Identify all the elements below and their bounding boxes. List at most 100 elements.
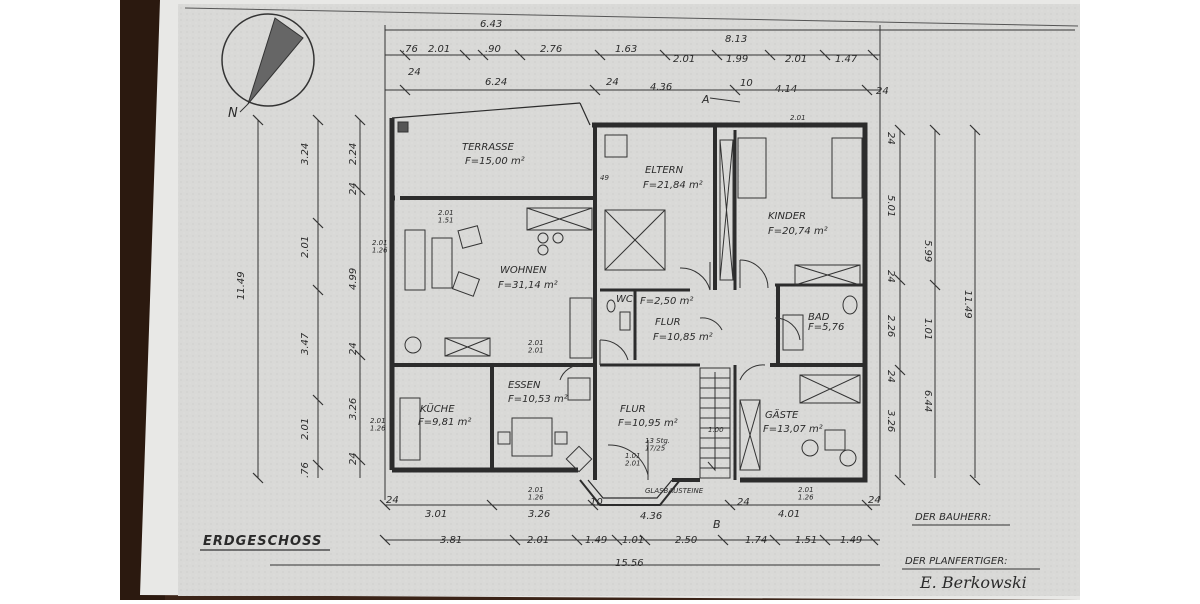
dim-top-t6: 2.01 (673, 54, 695, 65)
dim-bottom-149b: 1.49 (840, 535, 862, 546)
dim-left-326: 3.26 (348, 398, 359, 420)
bauherr-label: DER BAUHERR: (915, 512, 991, 523)
room-kueche-area: F=9,81 m² (418, 417, 471, 428)
dim-top-t1: .76 (402, 44, 418, 55)
room-bad-name: BAD (808, 312, 830, 323)
dim-top-s10: 10 (740, 78, 753, 89)
dim-left-24b: 24 (348, 342, 359, 355)
dim-bottom-174: 1.74 (745, 535, 767, 546)
section-marker-a-label: A (701, 93, 710, 106)
room-eltern-area: F=21,84 m² (643, 180, 703, 191)
dim-bottom-250: 2.50 (675, 535, 697, 546)
room-wc-area: F=2,50 m² (640, 296, 693, 307)
dim-top-t8: 2.01 (785, 54, 807, 65)
dim-bottom-401: 4.01 (778, 509, 800, 520)
dim-top-t7: 1.99 (726, 54, 748, 65)
dim-left-24c: 24 (348, 452, 359, 465)
dim-top-s24c: 24 (876, 86, 889, 97)
furniture (397, 121, 863, 473)
dim-right-326: 3.26 (885, 410, 896, 432)
dim-right-101: 1.01 (922, 318, 933, 340)
dim-top-436: 4.36 (650, 82, 672, 93)
dim-top-t5: 1.63 (615, 44, 637, 55)
dim-top-t2: 2.01 (428, 44, 450, 55)
dim-misc-49: 49 (600, 174, 609, 182)
room-kinder-name: KINDER (768, 211, 806, 222)
room-bad-area: F=5,76 (808, 322, 844, 333)
north-arrow: N (221, 13, 315, 121)
dim-left-499: 4.99 (348, 268, 359, 290)
dim-top-t9: 1.47 (835, 54, 858, 65)
room-wohnen-area: F=31,14 m² (498, 280, 558, 291)
dim-right-24b: 24 (885, 270, 896, 283)
dim-bottom-326: 3.26 (528, 509, 550, 520)
paper (178, 4, 1080, 596)
room-eltern-name: ELTERN (645, 165, 684, 176)
door-swings (559, 259, 801, 480)
dim-misc-100: 1.00 (708, 426, 724, 434)
dim-top-643: 6.43 (480, 19, 502, 30)
dim-top-414: 4.14 (775, 84, 797, 95)
walls (389, 102, 868, 506)
room-flur-unten-name: FLUR (620, 404, 646, 415)
dim-left-24a: 24 (348, 182, 359, 195)
planfertiger-label: DER PLANFERTIGER: (905, 556, 1008, 567)
room-labels: TERRASSE F=15,00 m² ELTERN F=21,84 m² KI… (418, 142, 844, 435)
dim-bottom-s10: 10 (590, 497, 603, 508)
room-wc-name: WC (616, 294, 633, 305)
room-kinder-area: F=20,74 m² (768, 226, 828, 237)
dim-right-644: 6.44 (922, 390, 933, 412)
room-flur-oben-name: FLUR (655, 317, 681, 328)
dimension-lines (252, 25, 1075, 566)
dim-top-t4: 2.76 (540, 44, 562, 55)
dim-left-201b: 2.01 (300, 418, 311, 440)
section-marker-b-label: B (713, 518, 721, 531)
dim-bottom-301: 3.01 (425, 509, 447, 520)
dim-bottom-s24a: 24 (386, 495, 399, 506)
dim-right-24a: 24 (885, 132, 896, 145)
stair-annotation: 13 Stg.17/25 (645, 437, 670, 453)
dim-bottom-381: 3.81 (440, 535, 462, 546)
dim-top-s24b: 24 (606, 77, 619, 88)
dim-left-076: .76 (300, 462, 311, 478)
room-gaeste-area: F=13,07 m² (763, 424, 823, 435)
dim-right-501: 5.01 (885, 195, 896, 217)
room-terrasse-area: F=15,00 m² (465, 156, 525, 167)
dim-bottom-149a: 1.49 (585, 535, 607, 546)
room-essen-name: ESSEN (508, 380, 541, 391)
dim-left-224: 2.24 (348, 143, 359, 165)
dim-bottom-total: 15.56 (615, 558, 644, 569)
dim-right-226: 2.26 (885, 315, 896, 337)
dim-top-s24a: 24 (408, 67, 421, 78)
dim-top-813: 8.13 (725, 34, 747, 45)
dim-top-t3: .90 (485, 44, 501, 55)
glass-block-label: GLASBAUSTEINE (645, 487, 704, 495)
dim-bottom-201: 2.01 (527, 535, 549, 546)
dim-top-624: 6.24 (485, 77, 507, 88)
north-label: N (228, 106, 238, 121)
dim-left-324: 3.24 (300, 143, 311, 165)
section-marker-a (709, 97, 741, 103)
room-essen-area: F=10,53 m² (508, 394, 568, 405)
dim-bottom-s24c: 24 (868, 495, 881, 506)
dim-right-24c: 24 (885, 370, 896, 383)
dim-bottom-436: 4.36 (640, 511, 662, 522)
dim-left-total: 11.49 (236, 271, 247, 300)
dim-bottom-101: 1.01 (622, 535, 644, 546)
dim-bottom-151: 1.51 (795, 535, 817, 546)
staircase (699, 367, 731, 479)
dim-bottom-s24b: 24 (737, 497, 750, 508)
room-gaeste-name: GÄSTE (765, 408, 799, 421)
room-kueche-name: KÜCHE (420, 402, 455, 415)
dim-right-total: 11.49 (962, 290, 973, 319)
